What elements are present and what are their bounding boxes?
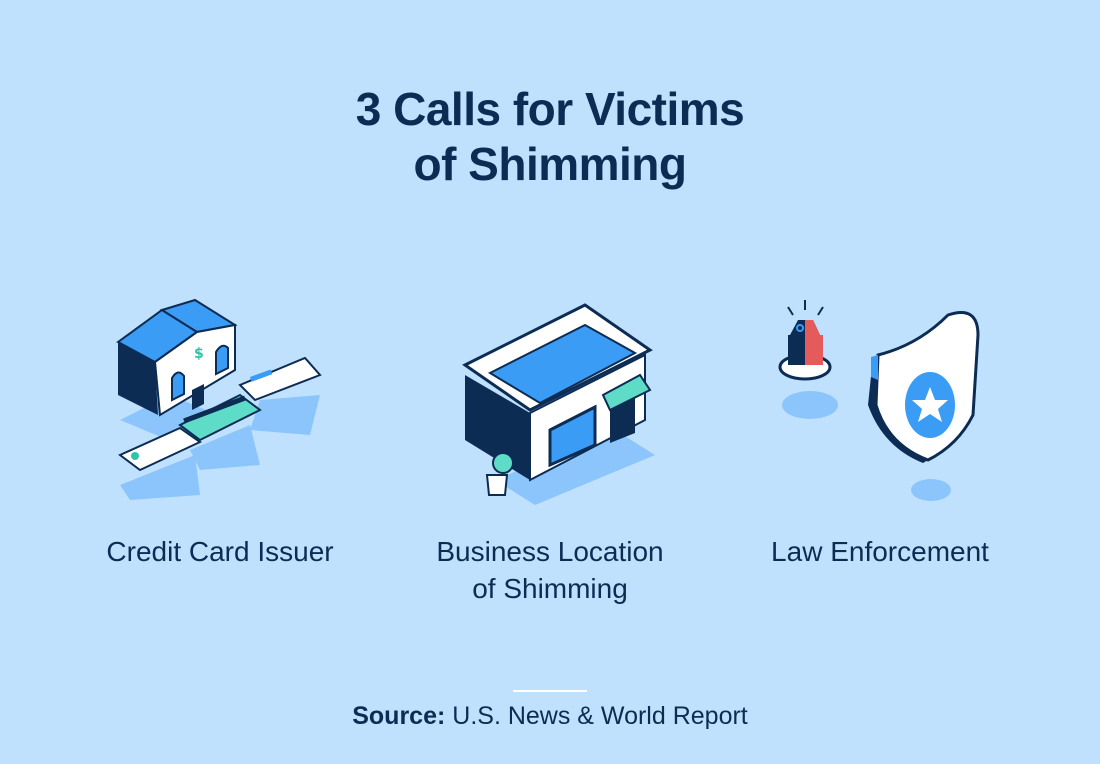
- item-label-credit-card-issuer: Credit Card Issuer: [106, 536, 334, 567]
- source-value: U.S. News & World Report: [452, 702, 748, 730]
- title-line-1: 3 Calls for Victims: [355, 83, 745, 135]
- svg-text:$: $: [194, 346, 204, 362]
- siren-icon: [778, 300, 838, 419]
- bank-with-credit-cards-icon: $: [116, 298, 322, 500]
- source-citation: Source: U.S. News & World Report: [0, 702, 1100, 731]
- item-label-business-location: Business Location of Shimming: [436, 536, 664, 604]
- page-title: 3 Calls for Victims of Shimming: [0, 82, 1100, 192]
- item-label-law-enforcement: Law Enforcement: [771, 536, 989, 567]
- source-label: Source:: [352, 702, 446, 730]
- storefront-icon: [462, 303, 655, 505]
- police-badge-siren-icon: [778, 300, 980, 501]
- title-line-2: of Shimming: [413, 138, 687, 190]
- source-divider: [513, 690, 587, 692]
